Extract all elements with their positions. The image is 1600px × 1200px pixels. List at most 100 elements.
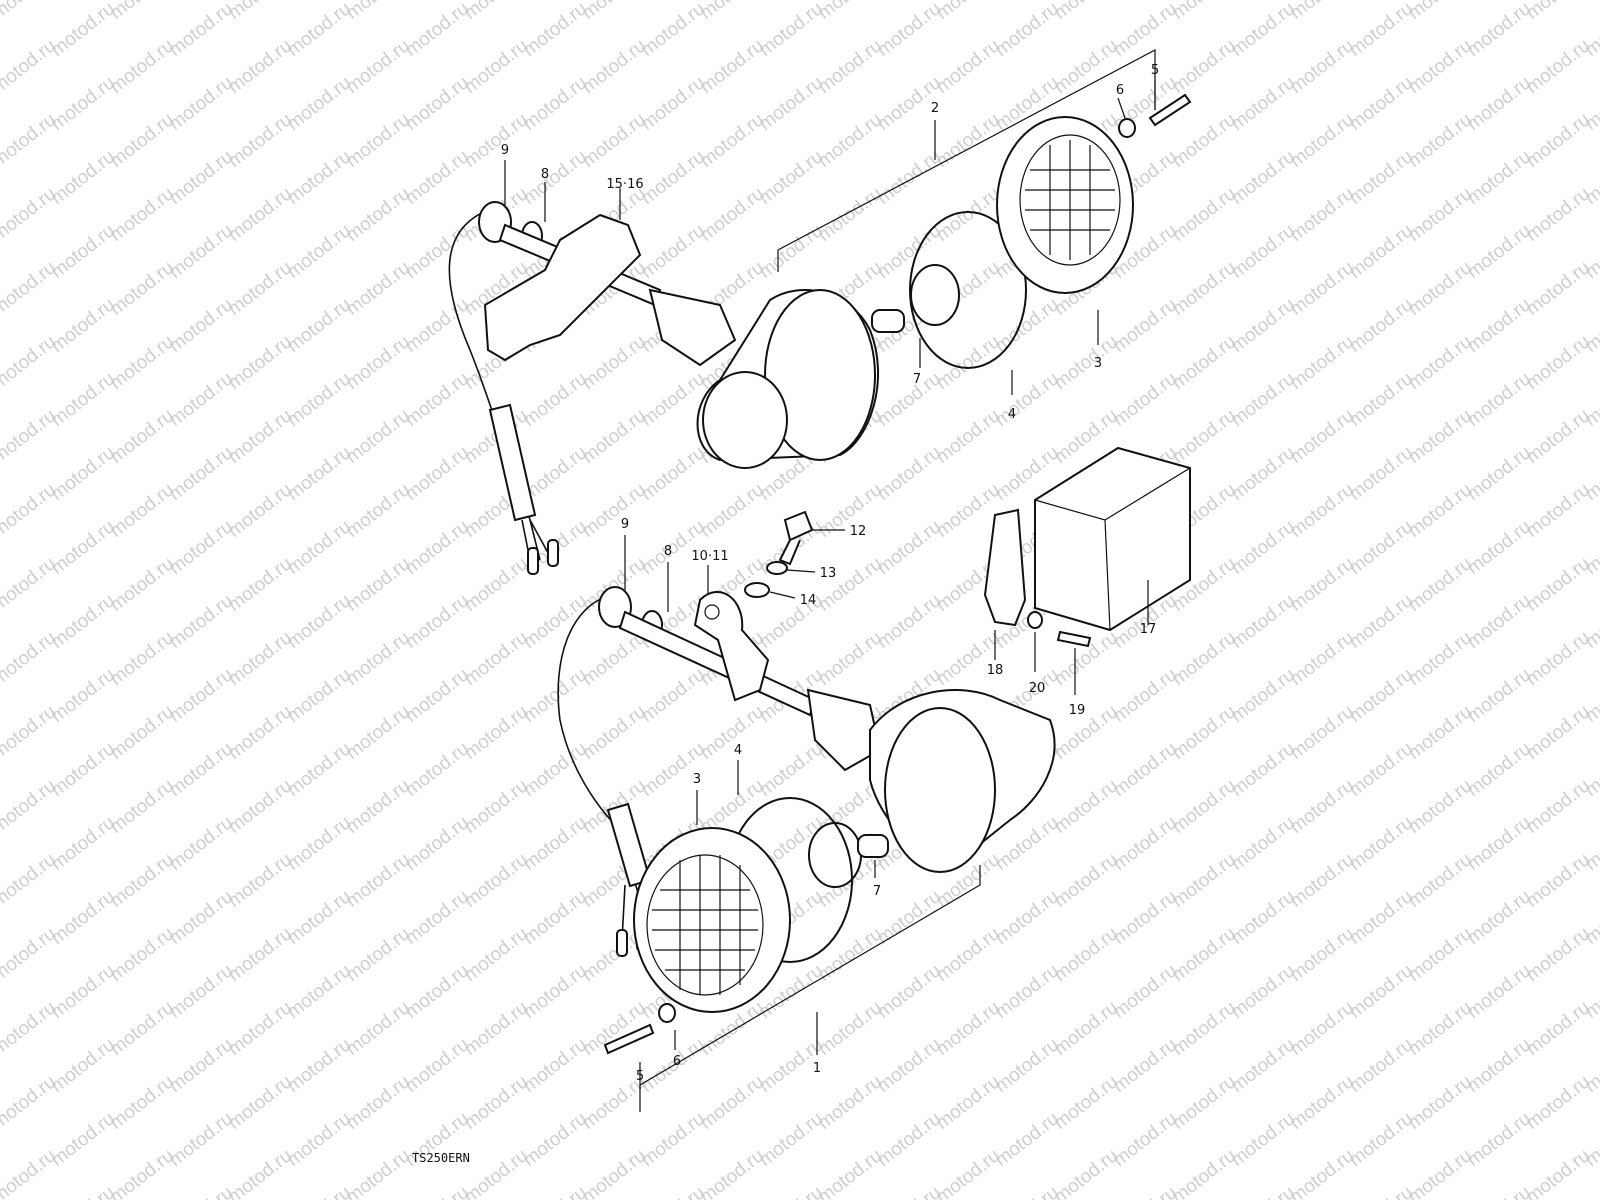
upper-bulb-base — [871, 309, 905, 333]
lower-threaded-socket — [806, 688, 882, 772]
watermark-text: motod.ru — [873, 1182, 945, 1200]
upper-lens-grid — [1025, 140, 1115, 260]
callout-3-lower: 3 — [693, 772, 701, 787]
watermark-text: motod.ru — [0, 257, 60, 320]
callout-4-upper: 4 — [1008, 407, 1016, 422]
callout-12: 12 — [850, 524, 867, 539]
watermark-text: motod.ru — [0, 331, 60, 394]
flasher-relay-bracket — [983, 508, 1027, 627]
upper-leaders — [504, 80, 1156, 395]
flasher-relay-edge — [1034, 467, 1191, 631]
relay-leaders — [994, 580, 1149, 695]
relay-washer — [1027, 611, 1043, 629]
watermark-text: motod.ru — [519, 1182, 591, 1200]
callout-7-lower: 7 — [873, 884, 881, 899]
watermark-text: motod.ru — [0, 0, 60, 24]
watermark-text: motod.ru — [1463, 1182, 1535, 1200]
lower-bulb — [808, 822, 862, 888]
watermark-text: motod.ru — [1522, 1145, 1594, 1200]
upper-lens-screw — [1148, 93, 1192, 127]
callout-13: 13 — [820, 566, 837, 581]
upper-housing-rim — [764, 289, 876, 461]
relay-screw — [1056, 630, 1092, 648]
lower-lens-inner — [646, 854, 764, 996]
watermark-text: motod.ru — [224, 1145, 296, 1200]
watermark-text: motod.ru — [0, 405, 60, 468]
callout-19: 19 — [1069, 703, 1086, 718]
watermark-text: motod.ru — [0, 1071, 60, 1134]
leader-bracket-lower — [639, 865, 981, 1112]
lower-turn-signal-assembly — [557, 510, 1056, 1112]
upper-mount-bracket — [483, 213, 642, 362]
upper-turn-signal-assembly — [448, 49, 1192, 575]
callout-1: 1 — [813, 1061, 821, 1076]
callout-8-upper: 8 — [541, 167, 549, 182]
upper-lens-inner — [1019, 134, 1121, 266]
model-code-label: TS250ERN — [412, 1151, 470, 1165]
lower-connector-a — [616, 929, 628, 957]
flasher-relay-group — [983, 446, 1191, 695]
callout-7-upper: 7 — [913, 372, 921, 387]
upper-screw-washer — [1118, 118, 1136, 138]
watermark-text: motod.ru — [696, 1145, 768, 1200]
lower-housing-rim — [884, 707, 996, 873]
lower-leaders — [624, 535, 876, 1090]
upper-gasket — [909, 211, 1027, 369]
watermark-text: motod.ru — [0, 997, 60, 1060]
upper-lens — [996, 116, 1134, 294]
watermark-text: motod.ru — [0, 627, 60, 690]
watermark-text: motod.ru — [0, 183, 60, 246]
mount-washer-14 — [744, 582, 770, 598]
watermark-text: motod.ru — [932, 1145, 1004, 1200]
watermark-text: motod.ru — [0, 775, 60, 838]
callout-5-lower: 5 — [636, 1069, 644, 1084]
callout-10-11: 10·11 — [691, 549, 728, 564]
callout-5-upper: 5 — [1151, 63, 1159, 78]
watermark-text: motod.ru — [0, 849, 60, 912]
watermark-text: motod.ru — [0, 35, 60, 98]
lower-lens-screw — [603, 1023, 655, 1055]
lower-screw-washer — [658, 1003, 676, 1023]
upper-wire-sleeve — [488, 403, 537, 522]
watermark-text: motod.ru — [1286, 1145, 1358, 1200]
watermark-text: motod.ru — [1168, 1145, 1240, 1200]
watermark-text: motod.ru — [0, 923, 60, 986]
watermark-text: motod.ru — [0, 479, 60, 542]
callout-labels: 2 5 6 9 8 15·16 7 4 3 9 8 10·11 12 13 14… — [412, 63, 1159, 1165]
upper-connector-a — [527, 547, 539, 575]
callout-3-upper: 3 — [1094, 356, 1102, 371]
callout-9-upper: 9 — [501, 143, 509, 158]
watermark-text: motod.ru — [755, 1182, 827, 1200]
watermark-text: motod.ru — [1227, 1182, 1299, 1200]
watermark-text: motod.ru — [401, 1182, 473, 1200]
upper-housing-lens-cap — [702, 371, 788, 469]
upper-bulb — [910, 264, 960, 326]
watermark-text: motod.ru — [460, 1145, 532, 1200]
watermark-text: motod.ru — [1109, 1182, 1181, 1200]
callout-2: 2 — [931, 101, 939, 116]
watermark-text: motod.ru — [0, 1145, 60, 1200]
callout-18: 18 — [987, 663, 1004, 678]
lower-bulb-base — [857, 834, 889, 858]
watermark-text: motod.ru — [283, 1182, 355, 1200]
watermark-text: motod.ru — [342, 1145, 414, 1200]
watermark-text: motod.ru — [637, 1182, 709, 1200]
callout-17: 17 — [1140, 622, 1157, 637]
watermark-text: motod.ru — [165, 1182, 237, 1200]
callout-6-lower: 6 — [673, 1054, 681, 1069]
callout-15-16: 15·16 — [606, 177, 643, 192]
lower-lens — [633, 827, 791, 1013]
watermark-text: motod.ru — [1581, 1182, 1600, 1200]
mount-washer-13 — [766, 561, 788, 575]
lower-wire — [557, 594, 641, 901]
small-parts-leaders — [769, 529, 845, 599]
callout-8-lower: 8 — [664, 544, 672, 559]
upper-threaded-socket — [648, 288, 737, 367]
watermark-text: motod.ru — [106, 1145, 178, 1200]
watermark-text: motod.ru — [578, 1145, 650, 1200]
callout-9-lower: 9 — [621, 517, 629, 532]
lower-bracket-hole — [704, 604, 720, 620]
upper-connector-b — [547, 539, 559, 567]
callout-20: 20 — [1029, 681, 1046, 696]
